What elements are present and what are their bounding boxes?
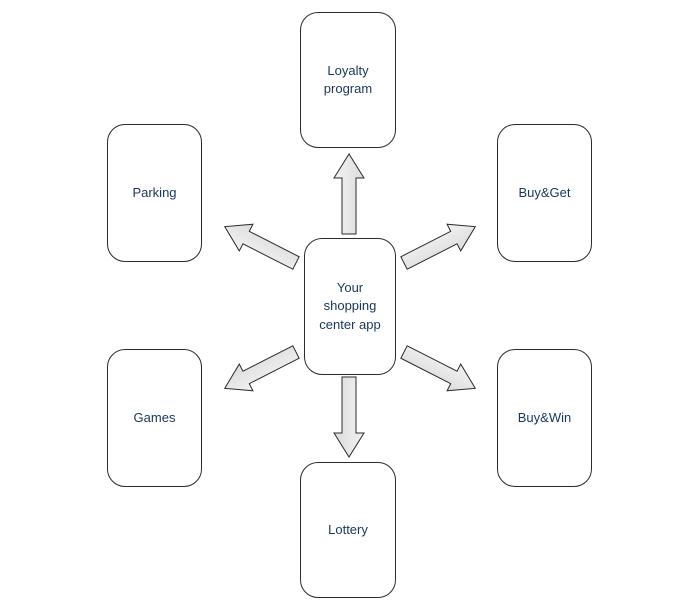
node-games-label: Games (133, 409, 176, 425)
node-loyalty-program: Loyalty program (300, 12, 396, 148)
node-parking-label: Parking (132, 184, 177, 200)
arrow-downleft-to-games-icon (217, 338, 304, 403)
node-lottery-label: Lottery (328, 521, 368, 537)
node-lottery: Lottery (300, 462, 396, 598)
node-loyalty-program-label: Loyalty program (323, 62, 373, 96)
arrow-up-to-loyalty-icon (333, 153, 365, 235)
node-parking: Parking (107, 124, 202, 262)
node-buy-get-label: Buy&Get (518, 184, 571, 200)
node-shopping-center-app: Your shopping center app (304, 238, 396, 375)
node-buy-get: Buy&Get (497, 124, 592, 262)
node-buy-win-label: Buy&Win (517, 409, 572, 425)
node-buy-win: Buy&Win (497, 349, 592, 487)
node-games: Games (107, 349, 202, 487)
arrow-down-to-lottery-icon (333, 376, 365, 458)
node-shopping-center-app-label: Your shopping center app (319, 280, 381, 332)
arrow-upright-to-buyget-icon (396, 212, 483, 277)
arrow-upleft-to-parking-icon (217, 212, 304, 277)
arrow-downright-to-buywin-icon (396, 338, 483, 403)
